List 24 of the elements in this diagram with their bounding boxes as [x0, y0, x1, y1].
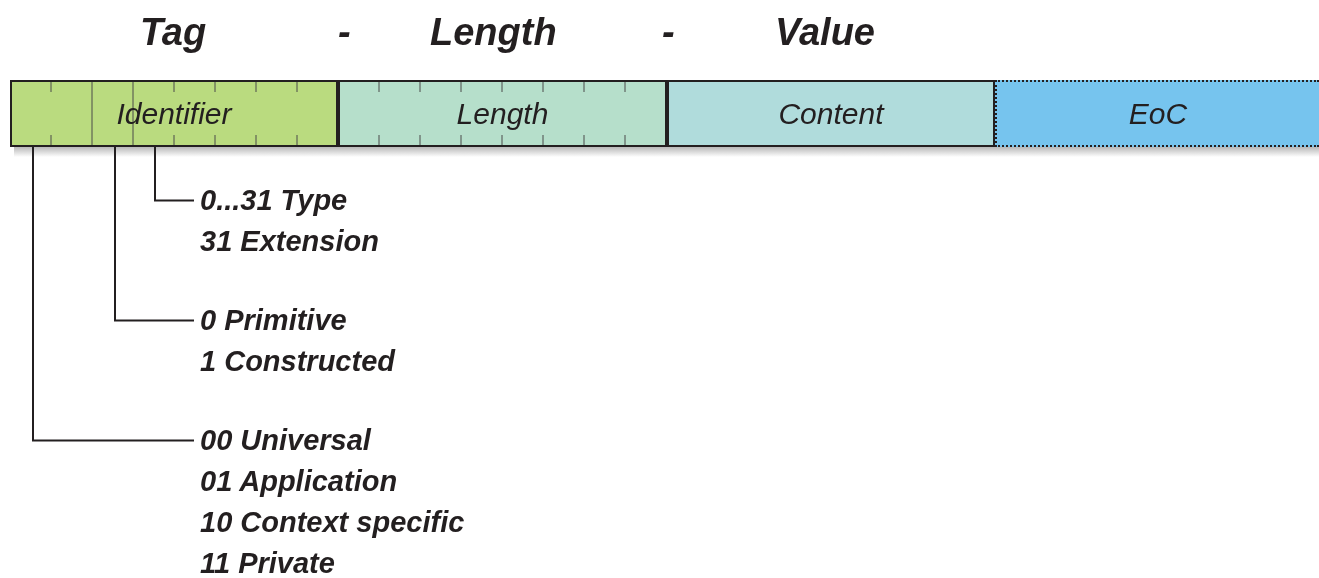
leader-line — [32, 146, 195, 442]
field-segment — [667, 80, 995, 147]
field-label: EoC — [1128, 98, 1188, 129]
leader-line — [114, 146, 195, 322]
value-line: 1 Constructed — [200, 344, 395, 379]
heading-word: - — [338, 10, 351, 55]
field-segment — [338, 80, 667, 147]
field-label: Identifier — [116, 98, 232, 129]
value-line: 11 Private — [200, 546, 336, 578]
value-line: 01 Application — [200, 464, 399, 499]
value-line: 31 Extension — [200, 224, 379, 259]
value-line: 00 Universal — [200, 423, 373, 458]
heading-word: Tag — [140, 10, 207, 55]
heading-word: Value — [775, 10, 875, 55]
value-line: 10 Context specific — [200, 505, 465, 540]
field-label: Content — [778, 98, 884, 129]
field-label: Length — [456, 98, 549, 129]
heading-word: Length — [430, 10, 557, 55]
leader-line — [154, 146, 195, 202]
field-segment — [10, 80, 338, 147]
value-line: 0 Primitive — [200, 303, 348, 338]
heading-word: - — [662, 10, 675, 55]
field-segment — [995, 80, 1319, 147]
value-line: 0...31 Type — [200, 183, 349, 218]
